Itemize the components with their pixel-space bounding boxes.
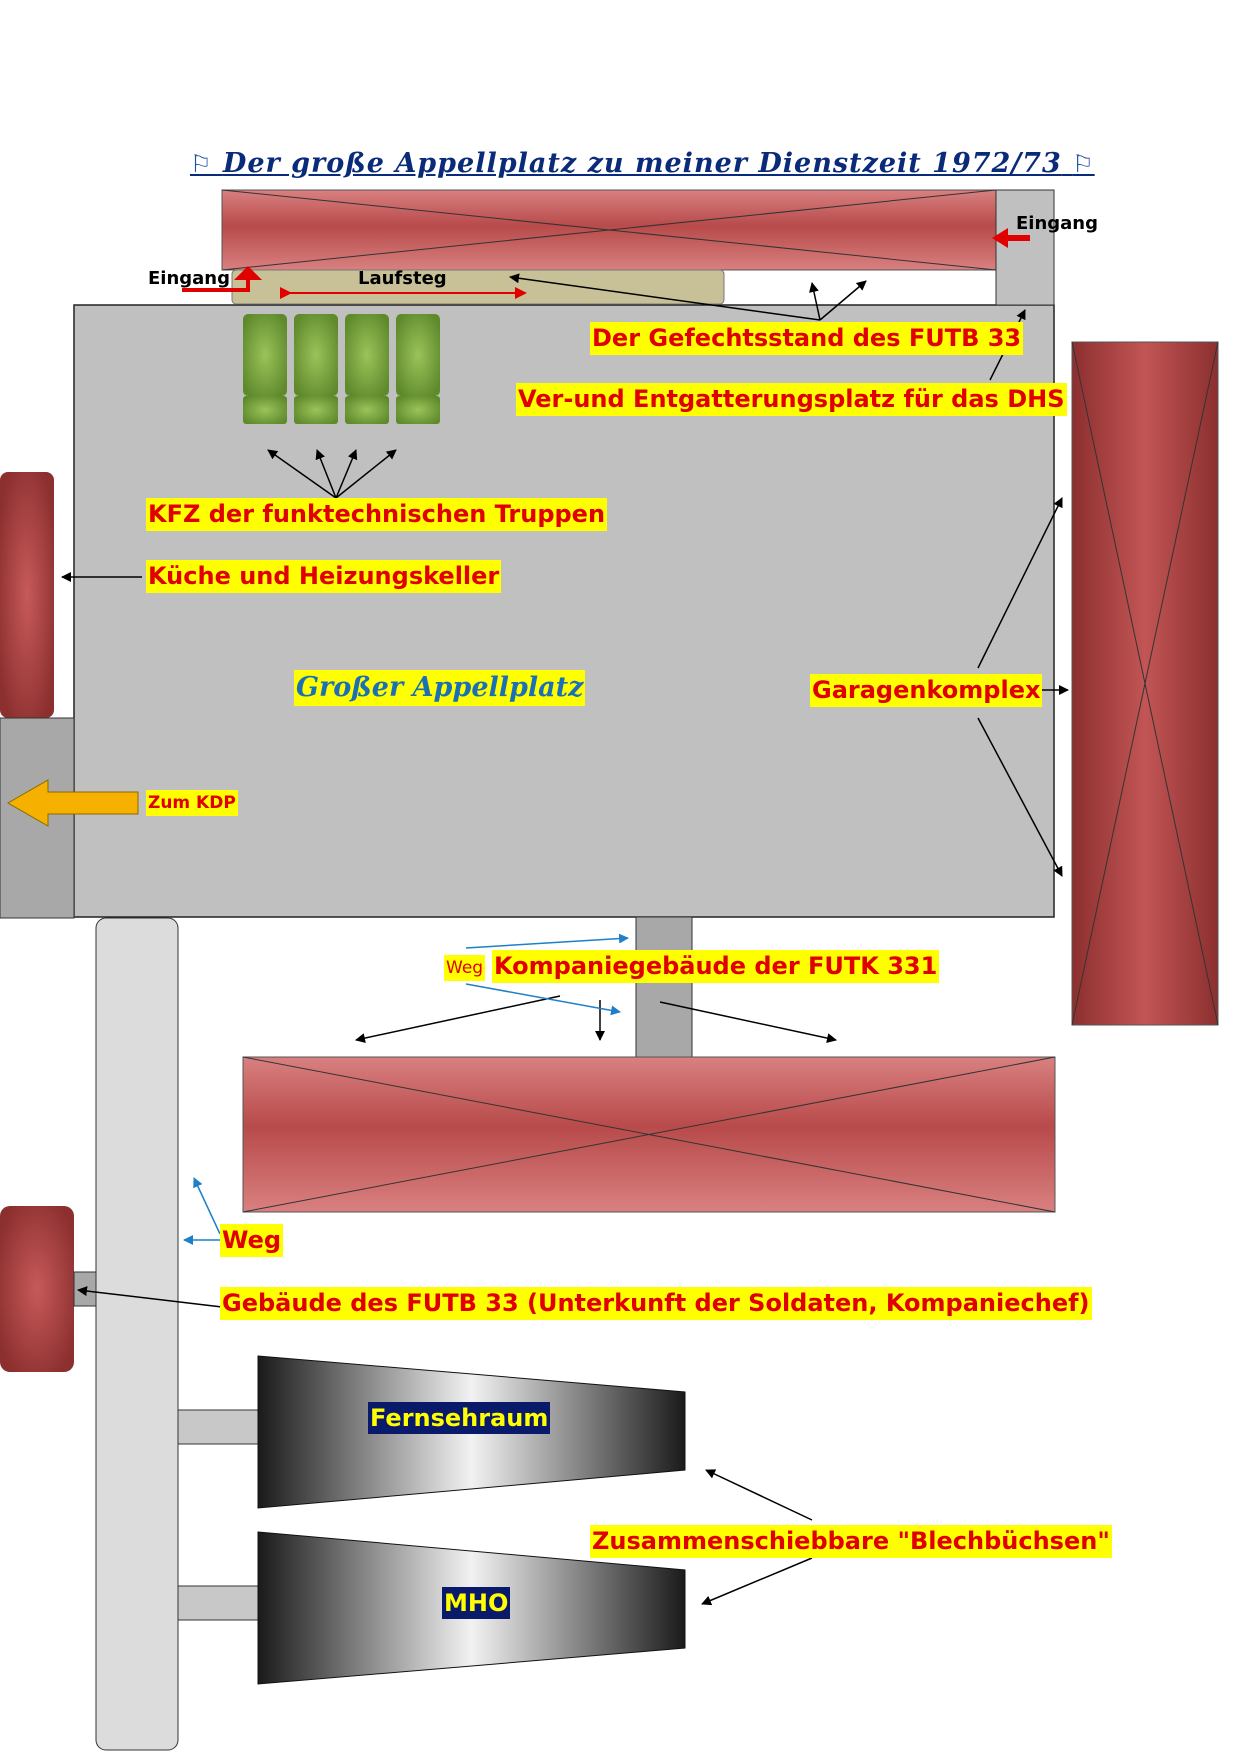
page-title: ⚐ Der große Appellplatz zu meiner Dienst… [190, 148, 1095, 179]
annotation-arrows [61, 273, 1069, 1606]
label-laufsteg: Laufsteg [358, 268, 447, 289]
kdp-arrow [6, 779, 139, 827]
label-kompaniegebaeude: Kompaniegebäude der FUTK 331 [492, 950, 940, 983]
futb-building [0, 1206, 74, 1372]
weg-path [95, 917, 179, 1751]
label-gebaeude-futb: Gebäude des FUTB 33 (Unterkunft der Sold… [220, 1287, 1092, 1320]
label-gefechtsstand: Der Gefechtsstand des FUTB 33 [590, 322, 1024, 355]
title-text: Der große Appellplatz zu meiner Dienstze… [222, 148, 1062, 179]
label-zum-kdp: Zum KDP [146, 790, 238, 816]
label-garagenkomplex: Garagenkomplex [810, 674, 1043, 707]
eingang-right-arrow [992, 228, 1030, 248]
laufsteg-walkway [231, 269, 725, 305]
label-weg: Weg [220, 1224, 284, 1257]
label-fernsehraum: Fernsehraum [368, 1402, 551, 1434]
label-mho: MHO [442, 1587, 511, 1619]
eingang-left-arrow [182, 266, 262, 292]
top-building [221, 189, 997, 271]
label-ver-entgatterung: Ver-und Entgatterungsplatz für das DHS [516, 383, 1067, 416]
kfz-vehicles [243, 314, 440, 424]
kueche-building [0, 472, 54, 718]
kompaniegebaeude-building [242, 1056, 1056, 1213]
label-blechbuechsen: Zusammenschiebbare "Blechbüchsen" [590, 1525, 1112, 1558]
label-kfz: KFZ der funktechnischen Truppen [146, 498, 608, 531]
connector-kompanie [635, 916, 693, 1058]
label-weg-small: Weg [444, 955, 486, 981]
garagenkomplex-building [1071, 341, 1219, 1026]
flag-icon: ⚐ [1072, 150, 1095, 178]
label-eingang-right: Eingang [1016, 213, 1099, 234]
label-appellplatz: Großer Appellplatz [294, 670, 586, 706]
entry-corridor-right [995, 189, 1055, 306]
path-arrows [183, 933, 629, 1245]
flag-icon: ⚐ [190, 150, 213, 178]
label-eingang-left: Eingang [148, 268, 231, 289]
label-kueche: Küche und Heizungskeller [146, 560, 502, 593]
